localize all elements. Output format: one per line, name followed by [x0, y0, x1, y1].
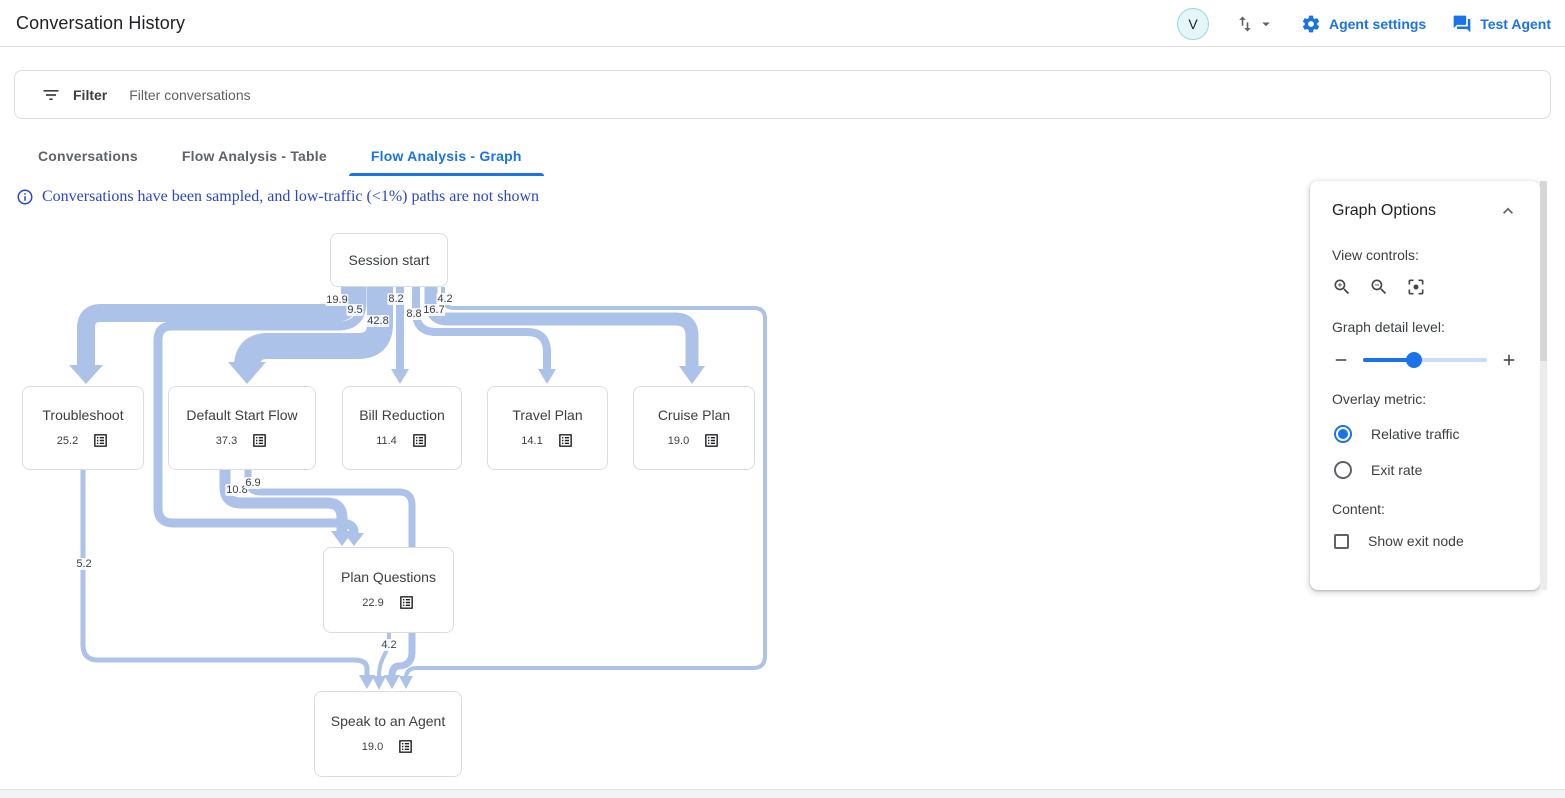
filter-label: Filter — [73, 86, 108, 103]
detail-level-slider[interactable] — [1363, 352, 1487, 368]
radio-exit-rate[interactable]: Exit rate — [1334, 461, 1518, 479]
overlay-metric-label: Overlay metric: — [1332, 391, 1427, 407]
slider-fill — [1363, 358, 1414, 362]
avatar-initial: V — [1188, 15, 1198, 32]
horizontal-scrollbar[interactable] — [0, 789, 1565, 798]
agent-settings-button[interactable]: Agent settings — [1301, 14, 1426, 34]
gear-icon — [1302, 15, 1320, 32]
edge-label: 8.2 — [387, 293, 405, 305]
node-details-icon[interactable] — [92, 432, 109, 449]
filter-input[interactable] — [129, 86, 1550, 103]
flow-node-travel-plan[interactable]: Travel Plan 14.1 — [487, 386, 608, 470]
flow-node-troubleshoot[interactable]: Troubleshoot 25.2 — [22, 386, 144, 470]
flow-node-bill-reduction[interactable]: Bill Reduction 11.4 — [342, 386, 462, 470]
arrowheads — [69, 362, 705, 690]
edge-label: 4.2 — [436, 293, 454, 305]
detail-level-control — [1332, 351, 1518, 369]
test-agent-button[interactable]: Test Agent — [1452, 14, 1551, 34]
edge-label: 4.2 — [380, 639, 398, 651]
info-icon — [17, 189, 33, 205]
plus-icon[interactable] — [1500, 351, 1518, 369]
header-actions: V Agent settings Test Agent — [1176, 0, 1551, 47]
import-export-icon — [1239, 16, 1251, 31]
node-details-icon[interactable] — [411, 432, 428, 449]
flow-node-session-start[interactable]: Session start — [330, 233, 448, 287]
node-details-icon[interactable] — [557, 432, 574, 449]
flow-node-speak-to-an-agent[interactable]: Speak to an Agent 19.0 — [314, 691, 462, 777]
node-details-icon[interactable] — [398, 594, 415, 611]
view-controls-label: View controls: — [1332, 247, 1419, 263]
content-label: Content: — [1332, 501, 1385, 517]
panel-scrollbar-thumb[interactable] — [1540, 181, 1547, 361]
zoom-in-icon[interactable] — [1332, 277, 1352, 297]
tab-conversations[interactable]: Conversations — [38, 147, 138, 164]
avatar[interactable]: V — [1176, 7, 1209, 40]
node-details-icon[interactable] — [251, 432, 268, 449]
edge-label: 5.2 — [75, 558, 93, 570]
center-focus-icon[interactable] — [1406, 277, 1426, 297]
node-details-icon[interactable] — [703, 432, 720, 449]
edge-label: 16.7 — [422, 304, 446, 316]
filter-bar: Filter — [14, 70, 1551, 119]
chat-icon — [1453, 15, 1471, 32]
tab-flow-analysis-table[interactable]: Flow Analysis - Table — [181, 147, 327, 164]
sampling-notice: Conversations have been sampled, and low… — [16, 188, 539, 206]
edge-label: 19.9 — [325, 294, 349, 306]
checkbox-icon — [1334, 533, 1349, 549]
radio-button-icon — [1334, 461, 1352, 479]
flow-graph-canvas[interactable]: 19.9 9.5 42.8 8.2 8.8 16.7 4.2 10.8 6.9 … — [0, 180, 800, 798]
panel-scrollbar[interactable] — [1540, 181, 1547, 590]
edge-label: 6.9 — [244, 477, 262, 489]
tab-bar: Conversations Flow Analysis - Table Flow… — [16, 135, 544, 176]
graph-options-title: Graph Options — [1332, 202, 1437, 219]
node-details-icon[interactable] — [397, 738, 414, 755]
sampling-notice-text: Conversations have been sampled, and low… — [42, 188, 540, 205]
sort-button[interactable] — [1235, 14, 1275, 34]
collapse-panel-button[interactable] — [1498, 201, 1518, 221]
flow-node-plan-questions[interactable]: Plan Questions 22.9 — [323, 547, 454, 633]
radio-relative-traffic[interactable]: Relative traffic — [1334, 425, 1518, 443]
agent-settings-label: Agent settings — [1328, 15, 1427, 32]
flow-node-default-start-flow[interactable]: Default Start Flow 37.3 — [168, 386, 316, 470]
chevron-up-icon — [1503, 207, 1513, 214]
edge-label: 42.8 — [366, 315, 390, 327]
slider-thumb[interactable] — [1405, 352, 1422, 368]
radio-button-icon — [1334, 425, 1352, 443]
filter-icon — [41, 85, 61, 105]
app-header: Conversation History V Agent settings Te… — [0, 0, 1565, 47]
test-agent-label: Test Agent — [1480, 15, 1551, 32]
chevron-down-icon — [1262, 22, 1270, 26]
detail-level-label: Graph detail level: — [1332, 319, 1445, 335]
zoom-out-icon[interactable] — [1369, 277, 1389, 297]
show-exit-node-checkbox[interactable]: Show exit node — [1334, 533, 1518, 549]
edge-label: 9.5 — [346, 304, 364, 316]
flow-node-cruise-plan[interactable]: Cruise Plan 19.0 — [633, 386, 755, 470]
tab-flow-analysis-graph[interactable]: Flow Analysis - Graph — [348, 135, 544, 176]
page-title: Conversation History — [16, 12, 186, 33]
edge-label: 10.8 — [225, 484, 249, 496]
edge-label: 8.8 — [405, 308, 423, 320]
graph-options-panel: Graph Options View controls: Graph detai… — [1310, 181, 1540, 590]
minus-icon[interactable] — [1332, 351, 1350, 369]
